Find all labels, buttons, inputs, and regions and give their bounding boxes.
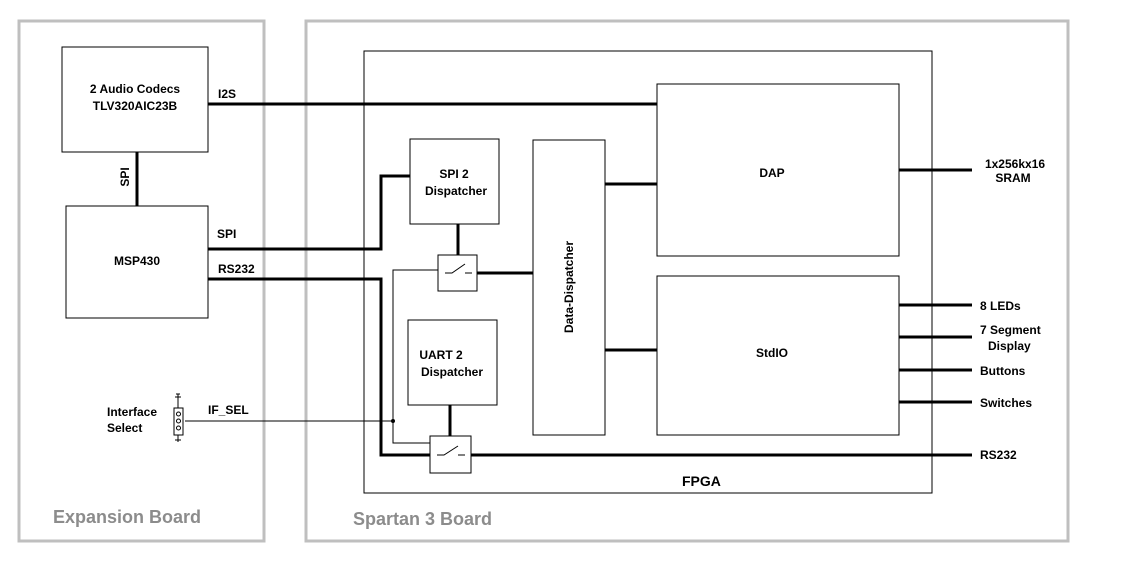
spi-label: SPI bbox=[217, 227, 236, 241]
expansion-board-panel bbox=[17, 19, 266, 543]
rs232-msp-label: RS232 bbox=[218, 262, 255, 276]
segment-label-line2: Display bbox=[988, 339, 1031, 353]
msp430-label: MSP430 bbox=[114, 254, 160, 268]
stdio-label: StdIO bbox=[756, 346, 788, 360]
sram-label-line2: SRAM bbox=[995, 171, 1030, 185]
spi-dispatcher-label-line2: Dispatcher bbox=[425, 184, 487, 198]
audio-codecs-label-line1: 2 Audio Codecs bbox=[90, 82, 181, 96]
segment-label-line1: 7 Segment bbox=[980, 323, 1041, 337]
uart-dispatcher-label-line1: UART 2 bbox=[419, 348, 463, 362]
rs232-switch-lower bbox=[429, 435, 472, 474]
spartan3-board-panel bbox=[304, 19, 1070, 543]
audio-codecs-label-line2: TLV320AIC23B bbox=[93, 99, 178, 113]
expansion-board-label: Expansion Board bbox=[53, 507, 201, 527]
sram-label-line1: 1x256kx16 bbox=[985, 157, 1045, 171]
stdio-block bbox=[656, 275, 900, 436]
spi-msp-wire bbox=[208, 174, 410, 251]
interface-select-label-line1: Interface bbox=[107, 405, 157, 419]
spartan3-board-label: Spartan 3 Board bbox=[353, 509, 492, 529]
dap-block bbox=[656, 83, 900, 257]
spi-vertical-label: SPI bbox=[118, 167, 132, 186]
msp430-block bbox=[65, 205, 209, 319]
uart-dispatcher-block bbox=[407, 319, 498, 406]
spi-dispatcher-block bbox=[409, 138, 500, 225]
select-wire bbox=[392, 269, 438, 444]
rs232-msp-wire bbox=[208, 277, 430, 457]
interface-select-jumper-icon bbox=[173, 393, 184, 442]
data-dispatcher-label: Data-Dispatcher bbox=[562, 241, 576, 333]
fpga-label: FPGA bbox=[682, 473, 721, 489]
dap-label: DAP bbox=[759, 166, 784, 180]
switches-label: Switches bbox=[980, 396, 1032, 410]
spi-dispatcher-label-line1: SPI 2 bbox=[439, 167, 469, 181]
rs232-out-label: RS232 bbox=[980, 448, 1017, 462]
uart-dispatcher-label-line2: Dispatcher bbox=[421, 365, 483, 379]
data-dispatcher-block bbox=[532, 139, 606, 436]
if-sel-label: IF_SEL bbox=[208, 403, 249, 417]
spi-uart-switch-upper bbox=[437, 254, 478, 292]
if-sel-junction bbox=[391, 419, 395, 423]
audio-codecs-block bbox=[61, 46, 209, 153]
interface-select-label-line2: Select bbox=[107, 421, 142, 435]
leds-label: 8 LEDs bbox=[980, 299, 1021, 313]
i2s-label: I2S bbox=[218, 87, 236, 101]
buttons-label: Buttons bbox=[980, 364, 1026, 378]
